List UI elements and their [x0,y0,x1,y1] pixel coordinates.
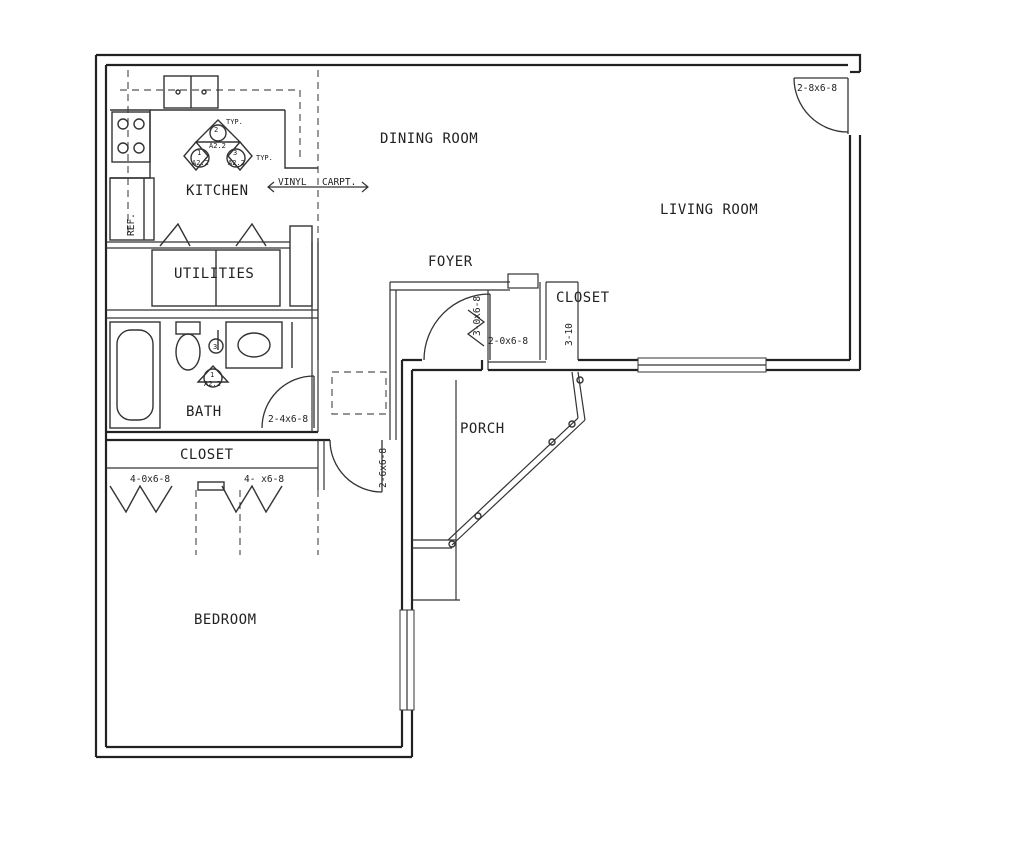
tag-3-sheet: A2.2 [228,159,245,167]
closet-bifolds [109,481,283,514]
tag-3-num: 3 [233,149,237,157]
note-carpet: CARPT. [322,177,356,188]
label-refrigerator: REF. [126,213,137,236]
note-vinyl: VINYL [278,177,307,188]
bifold-tag-2: 4- x6-8 [244,474,284,485]
door-tag-bath: 2-4x6-8 [268,414,308,425]
floor-change-arrow [267,181,369,193]
porch [412,371,586,601]
label-closet-foyer: CLOSET [556,290,610,306]
label-porch: PORCH [460,421,505,437]
bath-fixtures: 3 1 A2.2 [109,321,293,429]
tag-2-num: 2 [214,126,218,134]
label-living-room: LIVING ROOM [660,202,758,218]
interior-walls [106,238,579,490]
label-utilities: UTILITIES [174,266,254,282]
doors [261,77,849,493]
bifold-tag-1: 4-0x6-8 [130,474,170,485]
label-closet-bedroom: CLOSET [180,447,234,463]
bath-tag-sheet: A2.2 [204,380,221,388]
label-kitchen: KITCHEN [186,183,249,199]
bath-mark: 3 [213,343,217,351]
bedroom-window [399,609,415,711]
label-dining-room: DINING ROOM [380,131,478,147]
label-bedroom: BEDROOM [194,612,257,628]
typ-note-2: TYP. [256,154,273,162]
label-bath: BATH [186,404,222,420]
door-tag-closet: 2-0x6-8 [488,336,528,347]
kitchen-fixtures [109,75,318,307]
door-tag-bedroom: 2-6x6-8 [378,448,389,488]
living-room-window [637,357,767,373]
door-tag-living: 2-8x6-8 [797,83,837,94]
bath-tag-num: 1 [210,371,214,379]
kitchen-section-tags: 2 A2.2 1 A2.2 3 A2.2 TYP. TYP. [183,118,273,172]
door-tag-foyer: 3-0x6-8 [472,296,483,336]
tag-1-sheet: A2.2 [192,159,209,167]
tag-1-num: 1 [197,149,201,157]
typ-note-1: TYP. [226,118,243,126]
dashed-lines [120,70,387,555]
label-foyer: FOYER [428,254,473,270]
tag-2-sheet: A2.2 [209,142,226,150]
closet-width-tag: 3-10 [564,323,575,346]
